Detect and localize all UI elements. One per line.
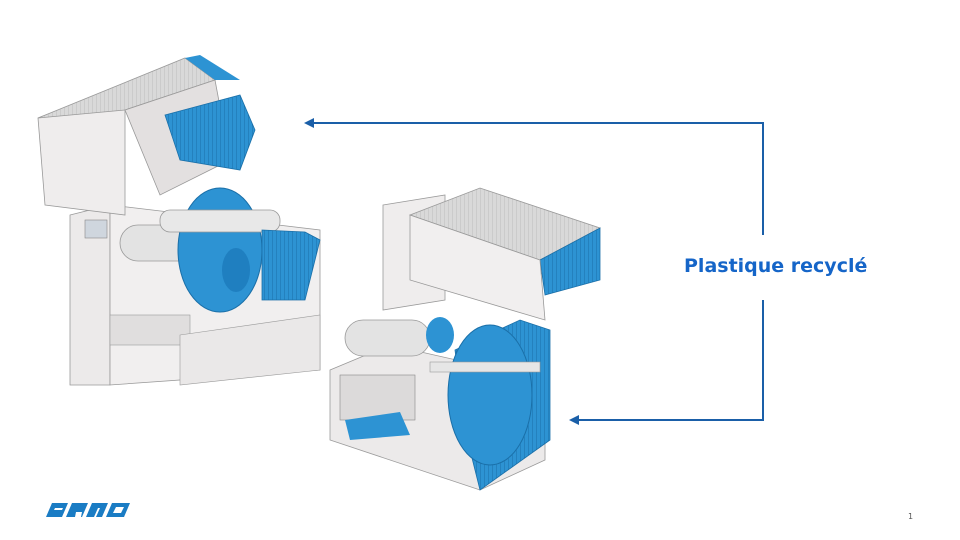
recycled-plastic-label: Plastique recyclé [684, 255, 868, 277]
printer-left-illustration [37, 55, 321, 386]
printer-right-illustration [329, 187, 602, 491]
page-number: 1 [908, 512, 914, 521]
sato-logo [46, 503, 130, 517]
arrow-to-left-printer [304, 118, 764, 235]
arrow-to-right-printer [569, 300, 764, 425]
